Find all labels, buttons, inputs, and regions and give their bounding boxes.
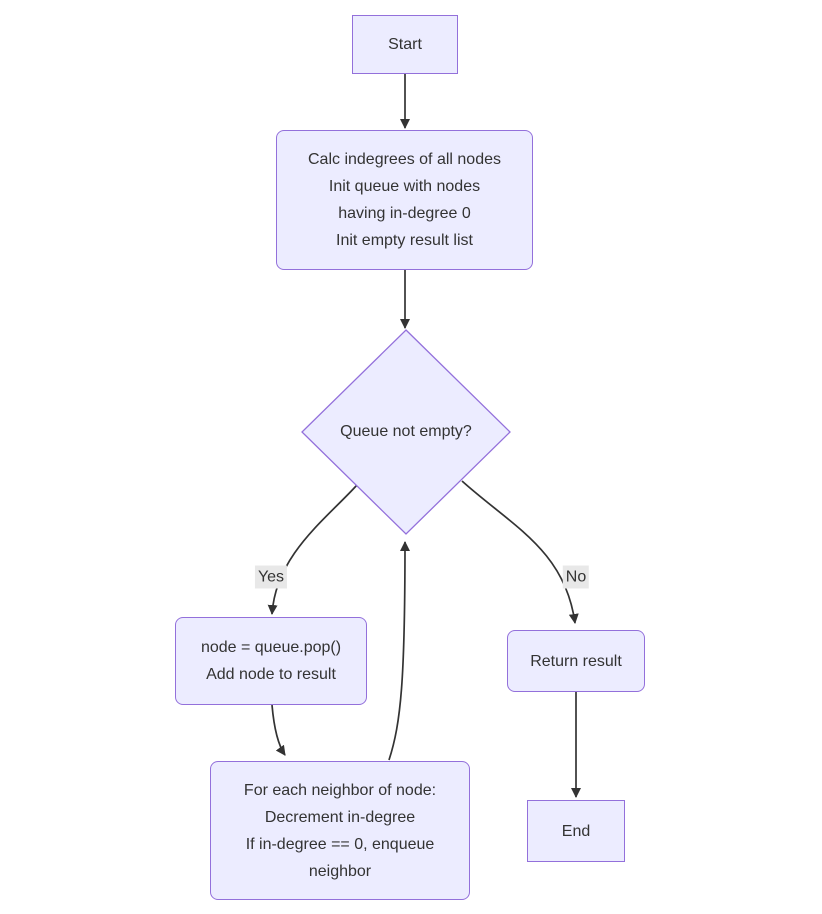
node-condition-label: Queue not empty?: [340, 423, 472, 440]
node-pop-queue: node = queue.pop() Add node to result: [175, 617, 367, 705]
node-init-queue: Calc indegrees of all nodes Init queue w…: [276, 130, 533, 270]
edge-condition-no-to-return: [461, 480, 579, 624]
edge-label-no: No: [562, 565, 590, 589]
edge-label-yes: Yes: [254, 565, 288, 589]
edge-condition-yes-to-pop: [267, 484, 358, 615]
edge-pop-to-foreach: [271, 704, 286, 756]
decision-diamond-shape: [301, 329, 511, 535]
node-return-result: Return result: [507, 630, 645, 692]
edge-foreach-loop-to-condition: [388, 541, 410, 761]
node-end: End: [527, 800, 625, 862]
node-start: Start: [352, 15, 458, 74]
node-foreach-neighbor: For each neighbor of node: Decrement in-…: [210, 761, 470, 900]
